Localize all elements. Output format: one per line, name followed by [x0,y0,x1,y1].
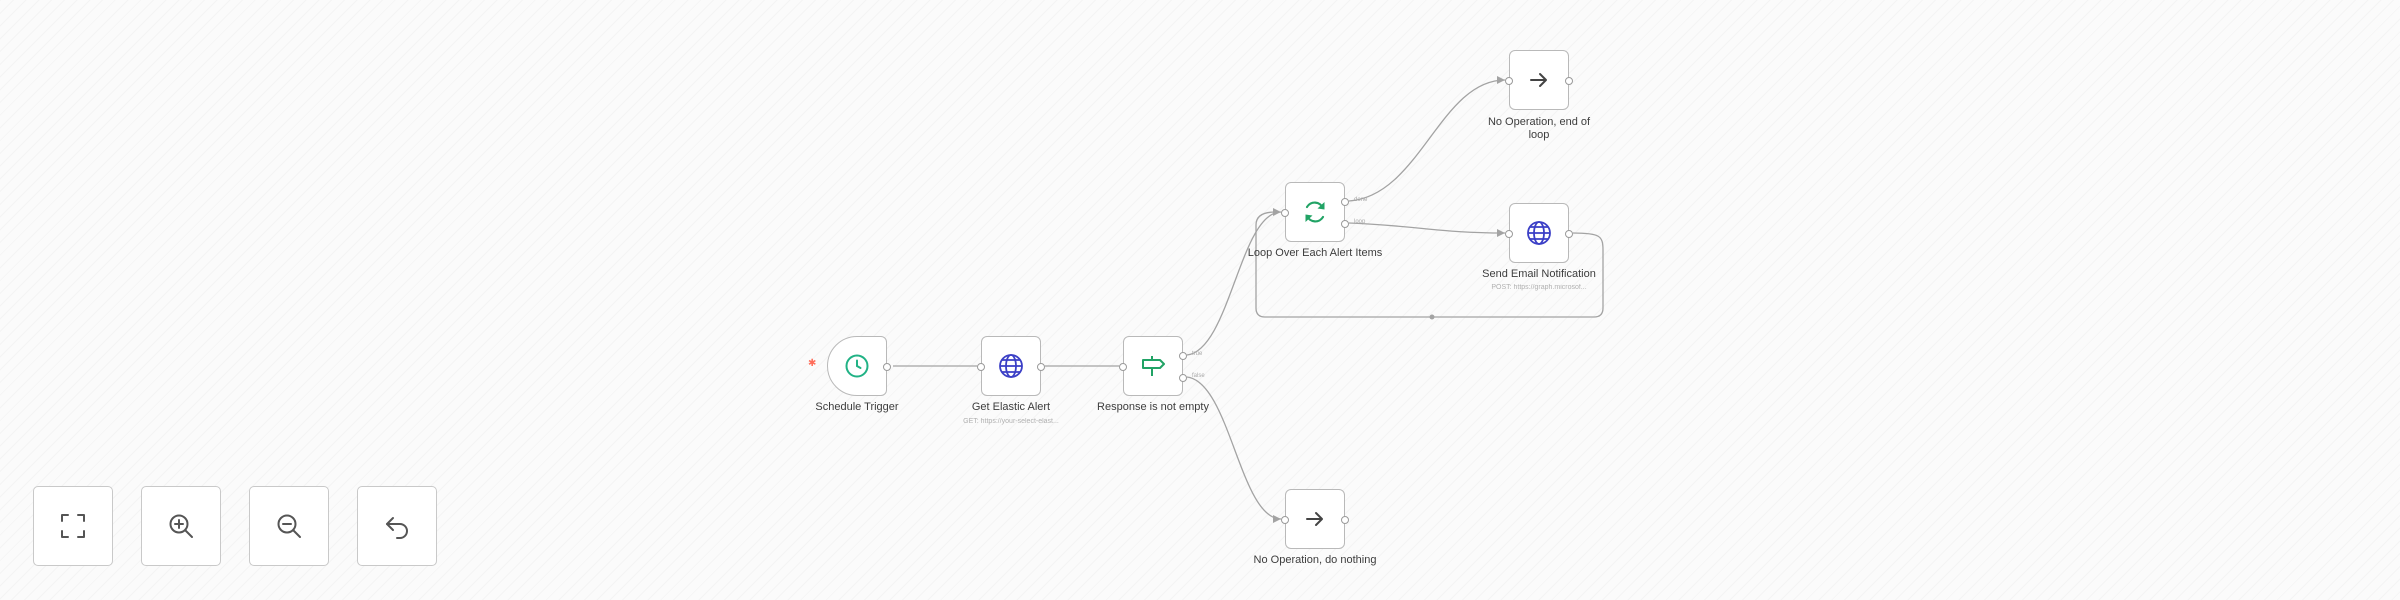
zoom-out-button[interactable] [249,486,329,566]
output-handle-false[interactable] [1179,374,1187,382]
output-handle[interactable] [1037,363,1045,371]
fit-view-icon [61,514,85,538]
node-send-email-notification[interactable] [1505,203,1573,263]
connection-midpoint [1429,314,1435,320]
node-get-elastic-alert[interactable] [977,336,1045,396]
node-noop-do-nothing[interactable] [1281,489,1349,549]
reset-zoom-button[interactable] [357,486,437,566]
node-schedule-trigger[interactable] [827,336,891,396]
node-noop-end-of-loop[interactable] [1505,50,1573,110]
connection-if-false-to-noop [1186,376,1282,520]
arrowhead [1497,229,1505,237]
connection-loop-done-to-noop-end [1348,79,1506,202]
zoom-in-button[interactable] [141,486,221,566]
output-label-true: true [1192,351,1203,357]
node-response-not-empty[interactable]: true false [1119,336,1205,396]
output-handle-done[interactable] [1341,198,1349,206]
output-label-loop: loop [1354,219,1366,225]
trigger-bolt-icon: ✱ [808,358,817,369]
clock-icon [845,354,869,378]
node-sublabel-get-elastic-alert: GET: https://your-select-elast... [963,418,1059,425]
undo-icon [386,517,408,539]
node-sublabel-send-email: POST: https://graph.microsof... [1491,284,1587,291]
globe-icon [1527,221,1551,245]
globe-icon [999,354,1023,378]
input-handle[interactable] [1119,363,1127,371]
output-handle[interactable] [1565,77,1573,85]
node-label-schedule-trigger: Schedule Trigger [815,401,899,413]
input-handle[interactable] [1505,230,1513,238]
node-label-noop-do-nothing: No Operation, do nothing [1253,554,1377,566]
zoom-out-icon [277,514,301,538]
signpost-icon [1142,356,1165,376]
output-handle[interactable] [883,363,891,371]
node-label-loop-over-items: Loop Over Each Alert Items [1247,247,1383,259]
arrow-right-icon [1530,73,1547,87]
arrowhead [1273,208,1281,216]
loop-icon [1305,201,1325,223]
arrowhead [1497,76,1505,84]
arrow-right-icon [1306,512,1323,526]
input-handle[interactable] [1281,209,1289,217]
node-loop-over-items[interactable]: done loop [1281,182,1367,242]
node-label-send-email: Send Email Notification [1482,268,1596,280]
input-handle[interactable] [977,363,985,371]
node-label-noop-end-of-loop: No Operation, end of loop [1487,116,1591,141]
zoom-in-icon [169,514,193,538]
output-handle-true[interactable] [1179,352,1187,360]
output-label-done: done [1354,197,1368,203]
input-handle[interactable] [1505,77,1513,85]
connection-if-true-to-loop [1186,211,1282,356]
arrowhead [1273,515,1281,523]
output-label-false: false [1192,373,1205,379]
node-label-response-not-empty: Response is not empty [1097,401,1209,413]
output-handle[interactable] [1341,516,1349,524]
fit-view-button[interactable] [33,486,113,566]
connection-loop-to-send-email [1348,222,1506,234]
node-label-get-elastic-alert: Get Elastic Alert [971,401,1051,413]
output-handle[interactable] [1565,230,1573,238]
output-handle-loop[interactable] [1341,220,1349,228]
input-handle[interactable] [1281,516,1289,524]
